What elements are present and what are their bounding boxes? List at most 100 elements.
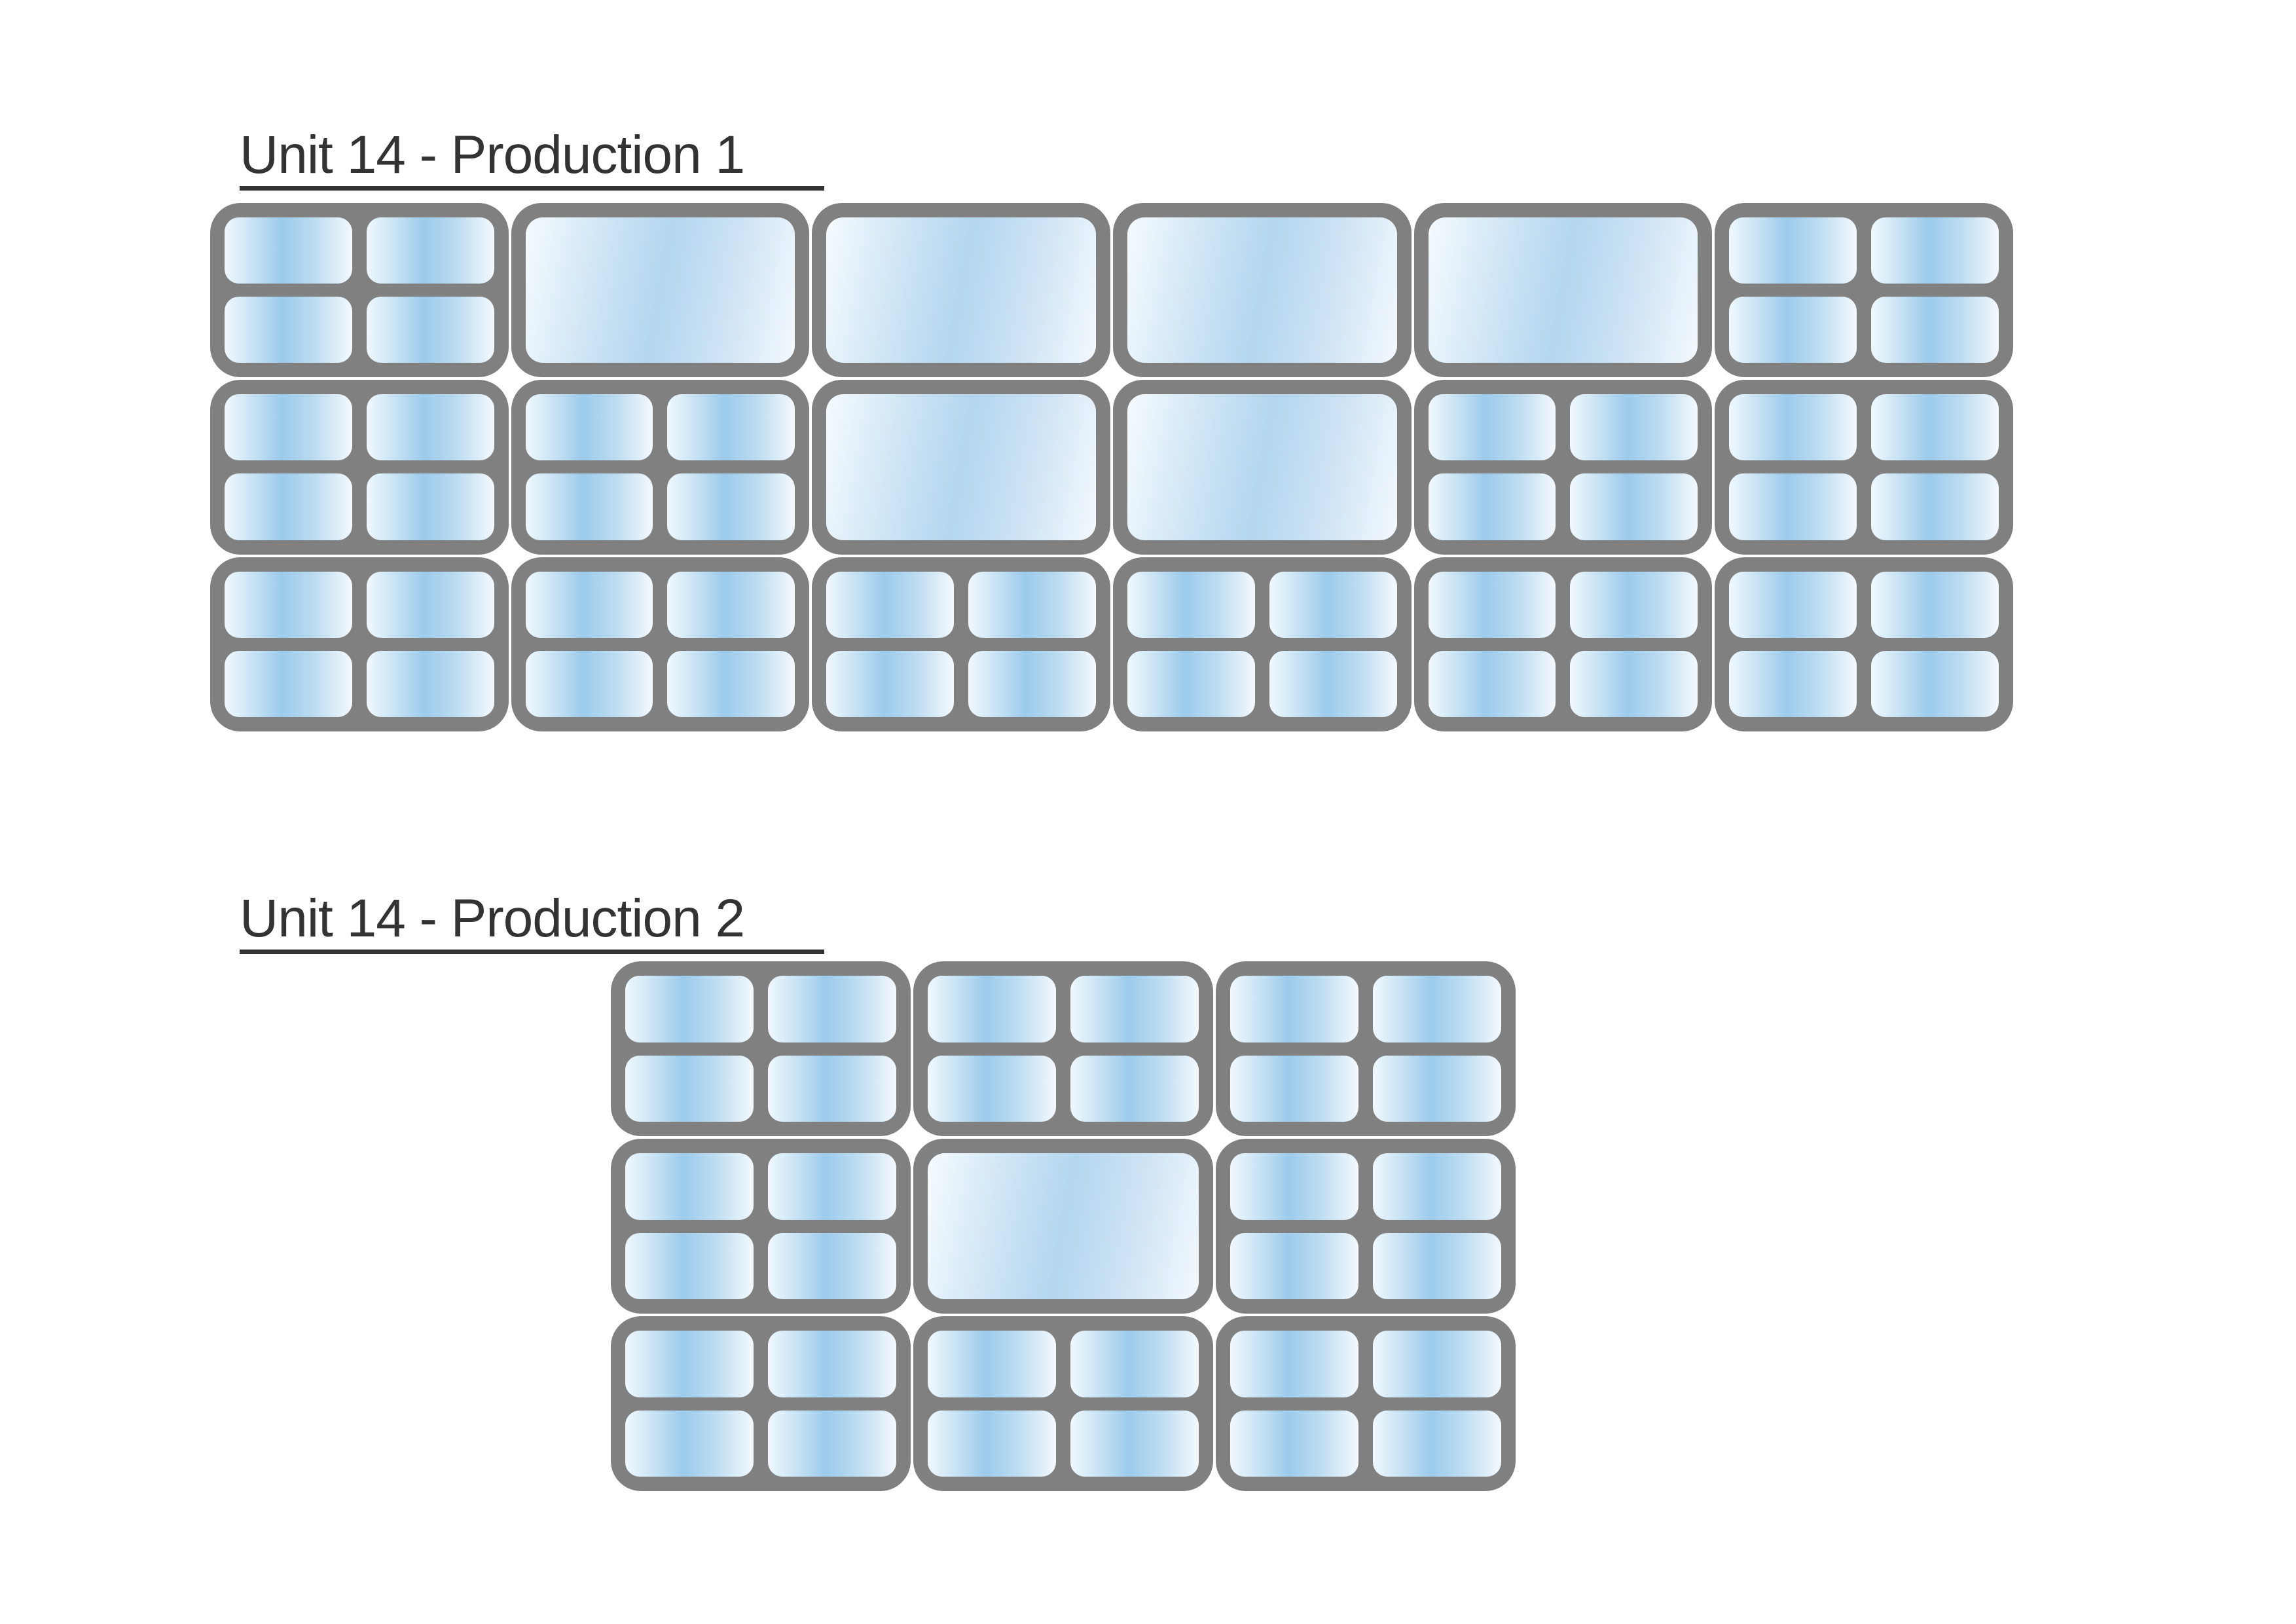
- glass-pane: [928, 1055, 1056, 1122]
- glass-pane: [1871, 650, 1999, 717]
- glass-pane: [1428, 394, 1556, 461]
- glass-pane: [1570, 394, 1698, 461]
- panel-single: [511, 203, 810, 378]
- glass-pane: [1230, 976, 1358, 1043]
- glass-pane: [1373, 1153, 1501, 1220]
- panel-single: [812, 380, 1110, 555]
- glass-pane: [625, 1153, 754, 1220]
- glass-pane: [968, 571, 1096, 638]
- glass-pane: [1871, 473, 1999, 540]
- glass-pane: [1729, 297, 1857, 363]
- glass-pane: [1230, 1232, 1358, 1299]
- glass-pane: [525, 394, 653, 461]
- panel-quad: [812, 557, 1110, 731]
- glass-pane: [1570, 473, 1698, 540]
- glass-pane: [1230, 1331, 1358, 1397]
- title-underline: [240, 950, 824, 954]
- glass-pane: [826, 217, 1096, 363]
- glass-pane: [625, 976, 754, 1043]
- panel-single: [913, 1139, 1213, 1314]
- glass-pane: [1428, 217, 1698, 363]
- glass-pane: [625, 1232, 754, 1299]
- panel-grid-production-2: [611, 961, 1516, 1491]
- panel-quad: [1216, 1316, 1516, 1491]
- glass-pane: [366, 297, 494, 363]
- glass-pane: [1230, 1055, 1358, 1122]
- panel-quad: [1216, 961, 1516, 1136]
- section-title-production-2: Unit 14 - Production 2: [240, 889, 745, 948]
- glass-pane: [1428, 650, 1556, 717]
- glass-pane: [1373, 1331, 1501, 1397]
- panel-quad: [913, 1316, 1213, 1491]
- panel-quad: [1715, 203, 2013, 378]
- glass-pane: [667, 650, 795, 717]
- glass-pane: [525, 473, 653, 540]
- glass-pane: [826, 394, 1096, 540]
- glass-pane: [1871, 394, 1999, 461]
- panel-single: [1112, 203, 1412, 378]
- glass-pane: [826, 571, 955, 638]
- panel-quad: [1715, 380, 2013, 555]
- glass-pane: [1127, 217, 1397, 363]
- glass-pane: [366, 571, 494, 638]
- glass-pane: [625, 1410, 754, 1477]
- glass-pane: [366, 650, 494, 717]
- title-underline: [240, 186, 824, 191]
- glass-pane: [1230, 1410, 1358, 1477]
- panel-quad: [511, 557, 810, 731]
- glass-pane: [768, 1331, 896, 1397]
- panel-quad: [210, 380, 509, 555]
- glass-pane: [1269, 571, 1397, 638]
- glass-pane: [1729, 217, 1857, 284]
- panel-grid-production-1: [210, 203, 2013, 731]
- panel-quad: [1112, 557, 1412, 731]
- glass-pane: [1127, 394, 1397, 540]
- glass-pane: [1070, 1331, 1199, 1397]
- panel-quad: [611, 1139, 911, 1314]
- glass-pane: [1729, 473, 1857, 540]
- glass-pane: [826, 650, 955, 717]
- glass-pane: [1871, 297, 1999, 363]
- panel-quad: [1715, 557, 2013, 731]
- glass-pane: [1428, 571, 1556, 638]
- glass-pane: [667, 394, 795, 461]
- glass-pane: [525, 571, 653, 638]
- glass-pane: [225, 571, 352, 638]
- glass-pane: [1428, 473, 1556, 540]
- glass-pane: [366, 394, 494, 461]
- glass-pane: [928, 1331, 1056, 1397]
- glass-pane: [768, 1232, 896, 1299]
- glass-pane: [625, 1331, 754, 1397]
- panel-single: [812, 203, 1110, 378]
- glass-pane: [225, 650, 352, 717]
- glass-pane: [768, 1055, 896, 1122]
- glass-pane: [225, 473, 352, 540]
- panel-single: [1413, 203, 1713, 378]
- glass-pane: [928, 976, 1056, 1043]
- panel-quad: [611, 1316, 911, 1491]
- glass-pane: [1373, 1410, 1501, 1477]
- glass-pane: [1570, 571, 1698, 638]
- panel-quad: [210, 557, 509, 731]
- glass-pane: [667, 571, 795, 638]
- glass-pane: [625, 1055, 754, 1122]
- panel-quad: [913, 961, 1213, 1136]
- glass-pane: [525, 650, 653, 717]
- section-title-production-1: Unit 14 - Production 1: [240, 125, 745, 185]
- glass-pane: [1729, 650, 1857, 717]
- glass-pane: [1230, 1153, 1358, 1220]
- glass-pane: [768, 1410, 896, 1477]
- panel-quad: [511, 380, 810, 555]
- glass-pane: [667, 473, 795, 540]
- glass-pane: [968, 650, 1096, 717]
- glass-pane: [1070, 1410, 1199, 1477]
- glass-pane: [1373, 976, 1501, 1043]
- glass-pane: [1871, 217, 1999, 284]
- panel-single: [1112, 380, 1412, 555]
- glass-pane: [1373, 1055, 1501, 1122]
- glass-pane: [1127, 650, 1255, 717]
- glass-pane: [1729, 571, 1857, 638]
- glass-pane: [1070, 1055, 1199, 1122]
- glass-pane: [768, 1153, 896, 1220]
- glass-pane: [225, 217, 352, 284]
